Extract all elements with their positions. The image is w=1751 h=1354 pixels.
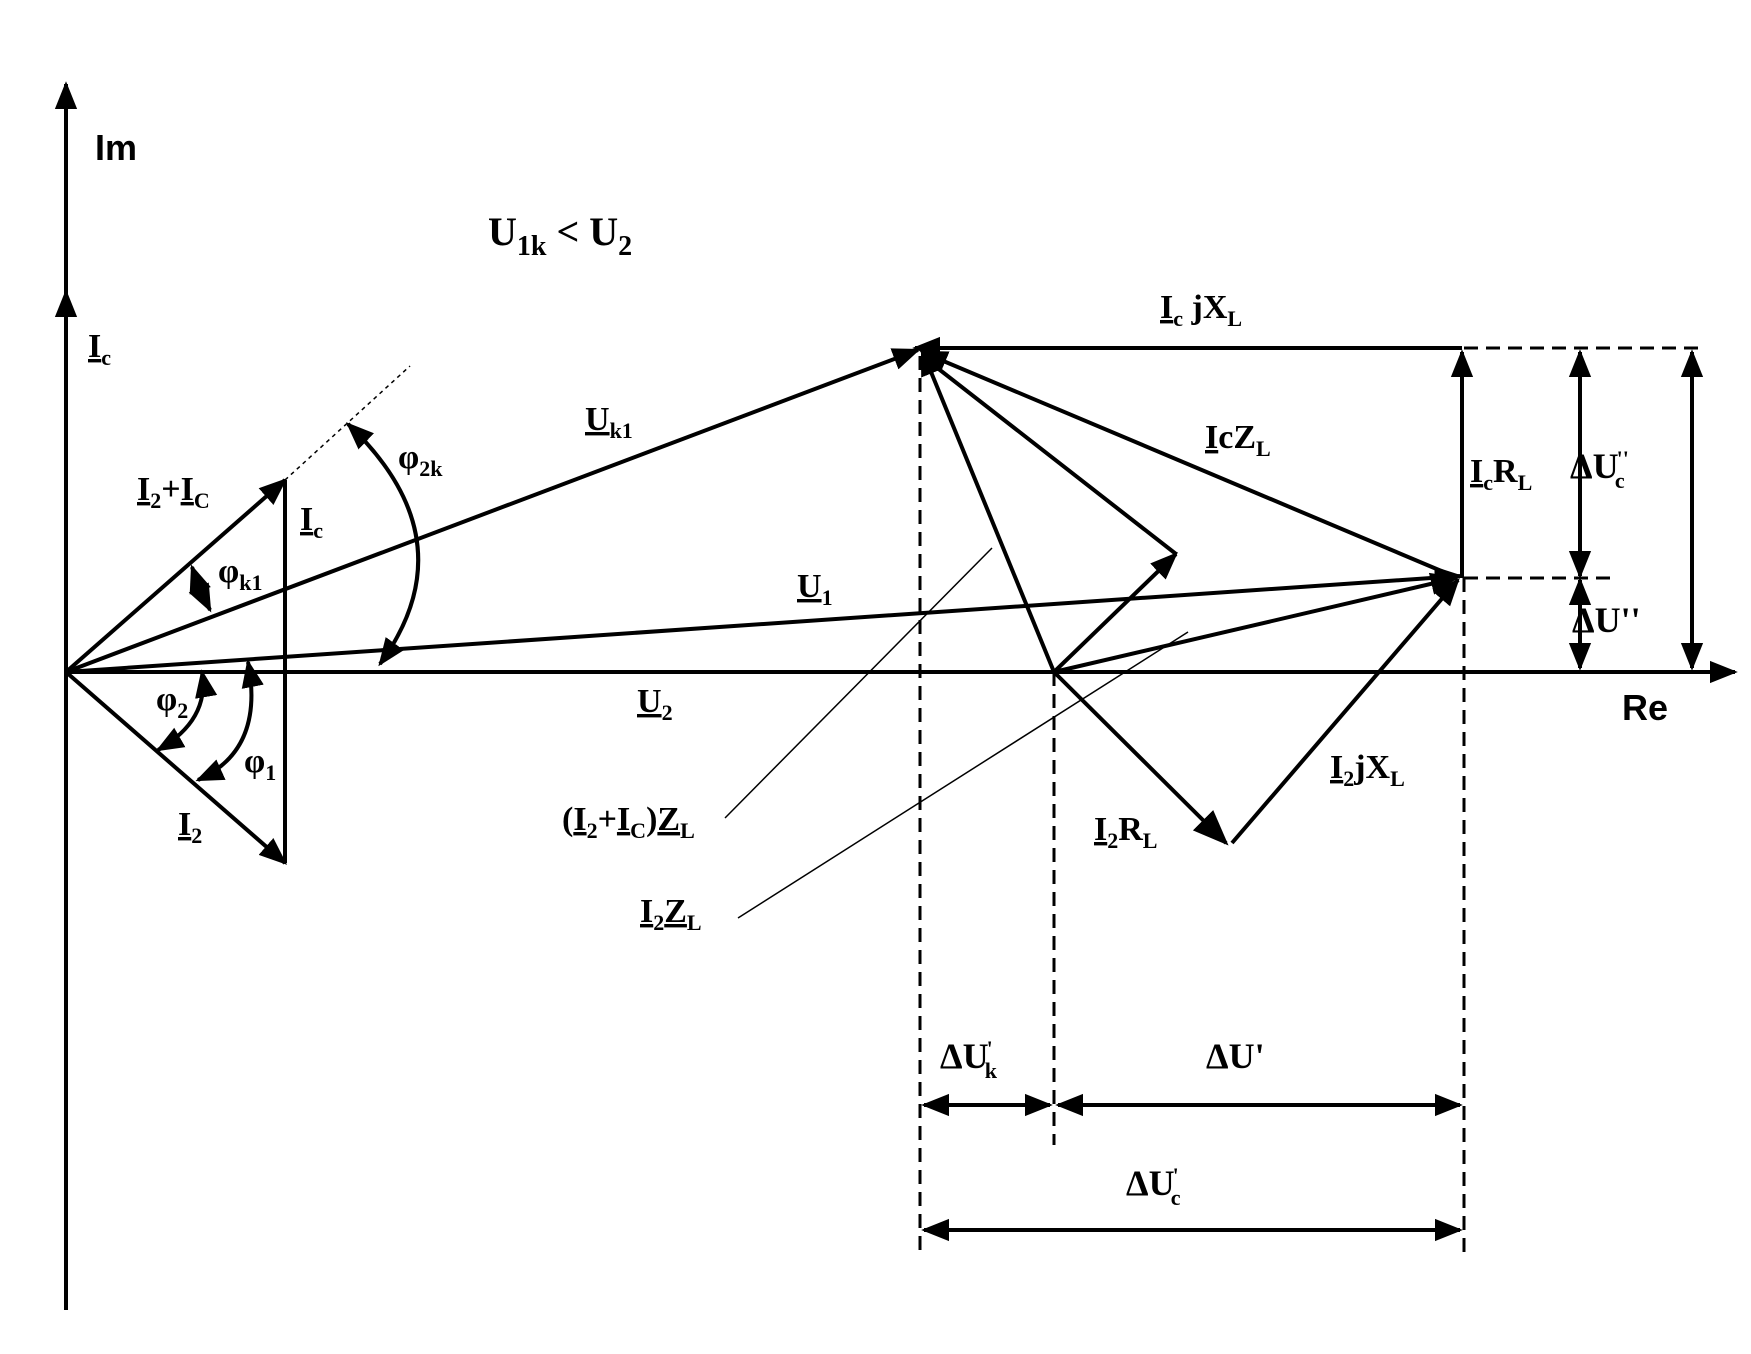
- i2-rl-label: I2RL: [1094, 811, 1157, 853]
- im-axis-label: Im: [95, 127, 137, 168]
- delta-u-c-double-prime-label: ΔU''c: [1570, 446, 1629, 493]
- uk1-vector: [65, 348, 921, 674]
- ic-zl-vector: [919, 350, 1459, 580]
- i2-zl-vector: [1053, 572, 1459, 674]
- phi-k1-arc: [188, 564, 212, 613]
- phi-k1-label: φk1: [218, 553, 262, 595]
- i2-plus-ic-vector: [64, 478, 288, 674]
- i2-plus-ic-label: I2+IC: [137, 471, 210, 513]
- phasor-extension-line: [284, 365, 411, 481]
- ic-jxl-shifted-vector: [920, 354, 1178, 556]
- u1-vector: [65, 566, 1463, 674]
- delta-u-prime-label: ΔU': [1206, 1036, 1265, 1076]
- ic-vector-label: Ic: [300, 501, 323, 543]
- ic-axis-label: Ic: [88, 328, 111, 370]
- ic-rl-shifted-vector: [1052, 552, 1179, 674]
- i2-ic-zl-vector: [920, 347, 1056, 673]
- ic-rl-label: IcRL: [1470, 453, 1532, 495]
- phi-1-arc: [195, 659, 264, 782]
- uk1-label: Uk1: [585, 401, 633, 443]
- ic-jxl-label: Ic jXL: [1160, 289, 1242, 331]
- i2-jxl-vector: [1230, 577, 1460, 845]
- phi-2k-arc: [345, 422, 421, 667]
- u2-label: U2: [637, 683, 673, 725]
- condition-label: U1k < U2: [488, 209, 632, 262]
- phi-2k-label: φ2k: [398, 439, 443, 481]
- delta-u-double-prime-label: ΔU'': [1572, 600, 1641, 640]
- delta-u-c-prime-label: ΔU'c: [1126, 1163, 1181, 1210]
- i2-zl-label: I2ZL: [640, 893, 702, 935]
- i2-vector: [64, 670, 288, 865]
- u1-label: U1: [797, 568, 833, 610]
- phi-1-label: φ1: [244, 743, 276, 785]
- phi-2-label: φ2: [156, 681, 188, 723]
- i2-label: I2: [178, 806, 202, 848]
- delta-u-k-prime-label: ΔU'k: [940, 1036, 998, 1083]
- i2-ic-zl-label: (I2+IC)ZL: [562, 801, 695, 843]
- ic-zl-label: IcZL: [1205, 419, 1271, 461]
- re-axis-label: Re: [1622, 687, 1668, 728]
- i2-jxl-label: I2jXL: [1330, 749, 1405, 791]
- i2-rl-vector: [1052, 670, 1229, 846]
- leader-i2-ic-zl: [724, 547, 993, 819]
- leader-i2-zl: [737, 631, 1189, 919]
